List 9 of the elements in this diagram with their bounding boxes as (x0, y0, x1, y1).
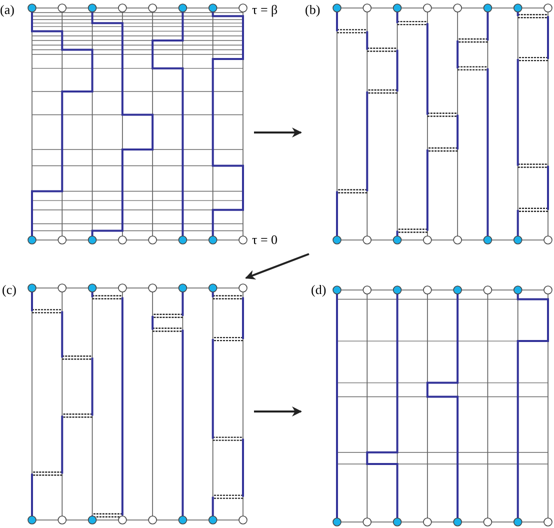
panel-label: (a) (0, 2, 14, 17)
arrow (254, 406, 302, 416)
axis-label: τ = β (252, 2, 278, 17)
panel-label: (c) (2, 282, 16, 297)
arrow (245, 253, 310, 280)
arrow (254, 128, 302, 138)
panel-label: (d) (311, 282, 326, 297)
panel-label: (b) (305, 2, 320, 17)
axis-label: τ = 0 (252, 232, 278, 247)
